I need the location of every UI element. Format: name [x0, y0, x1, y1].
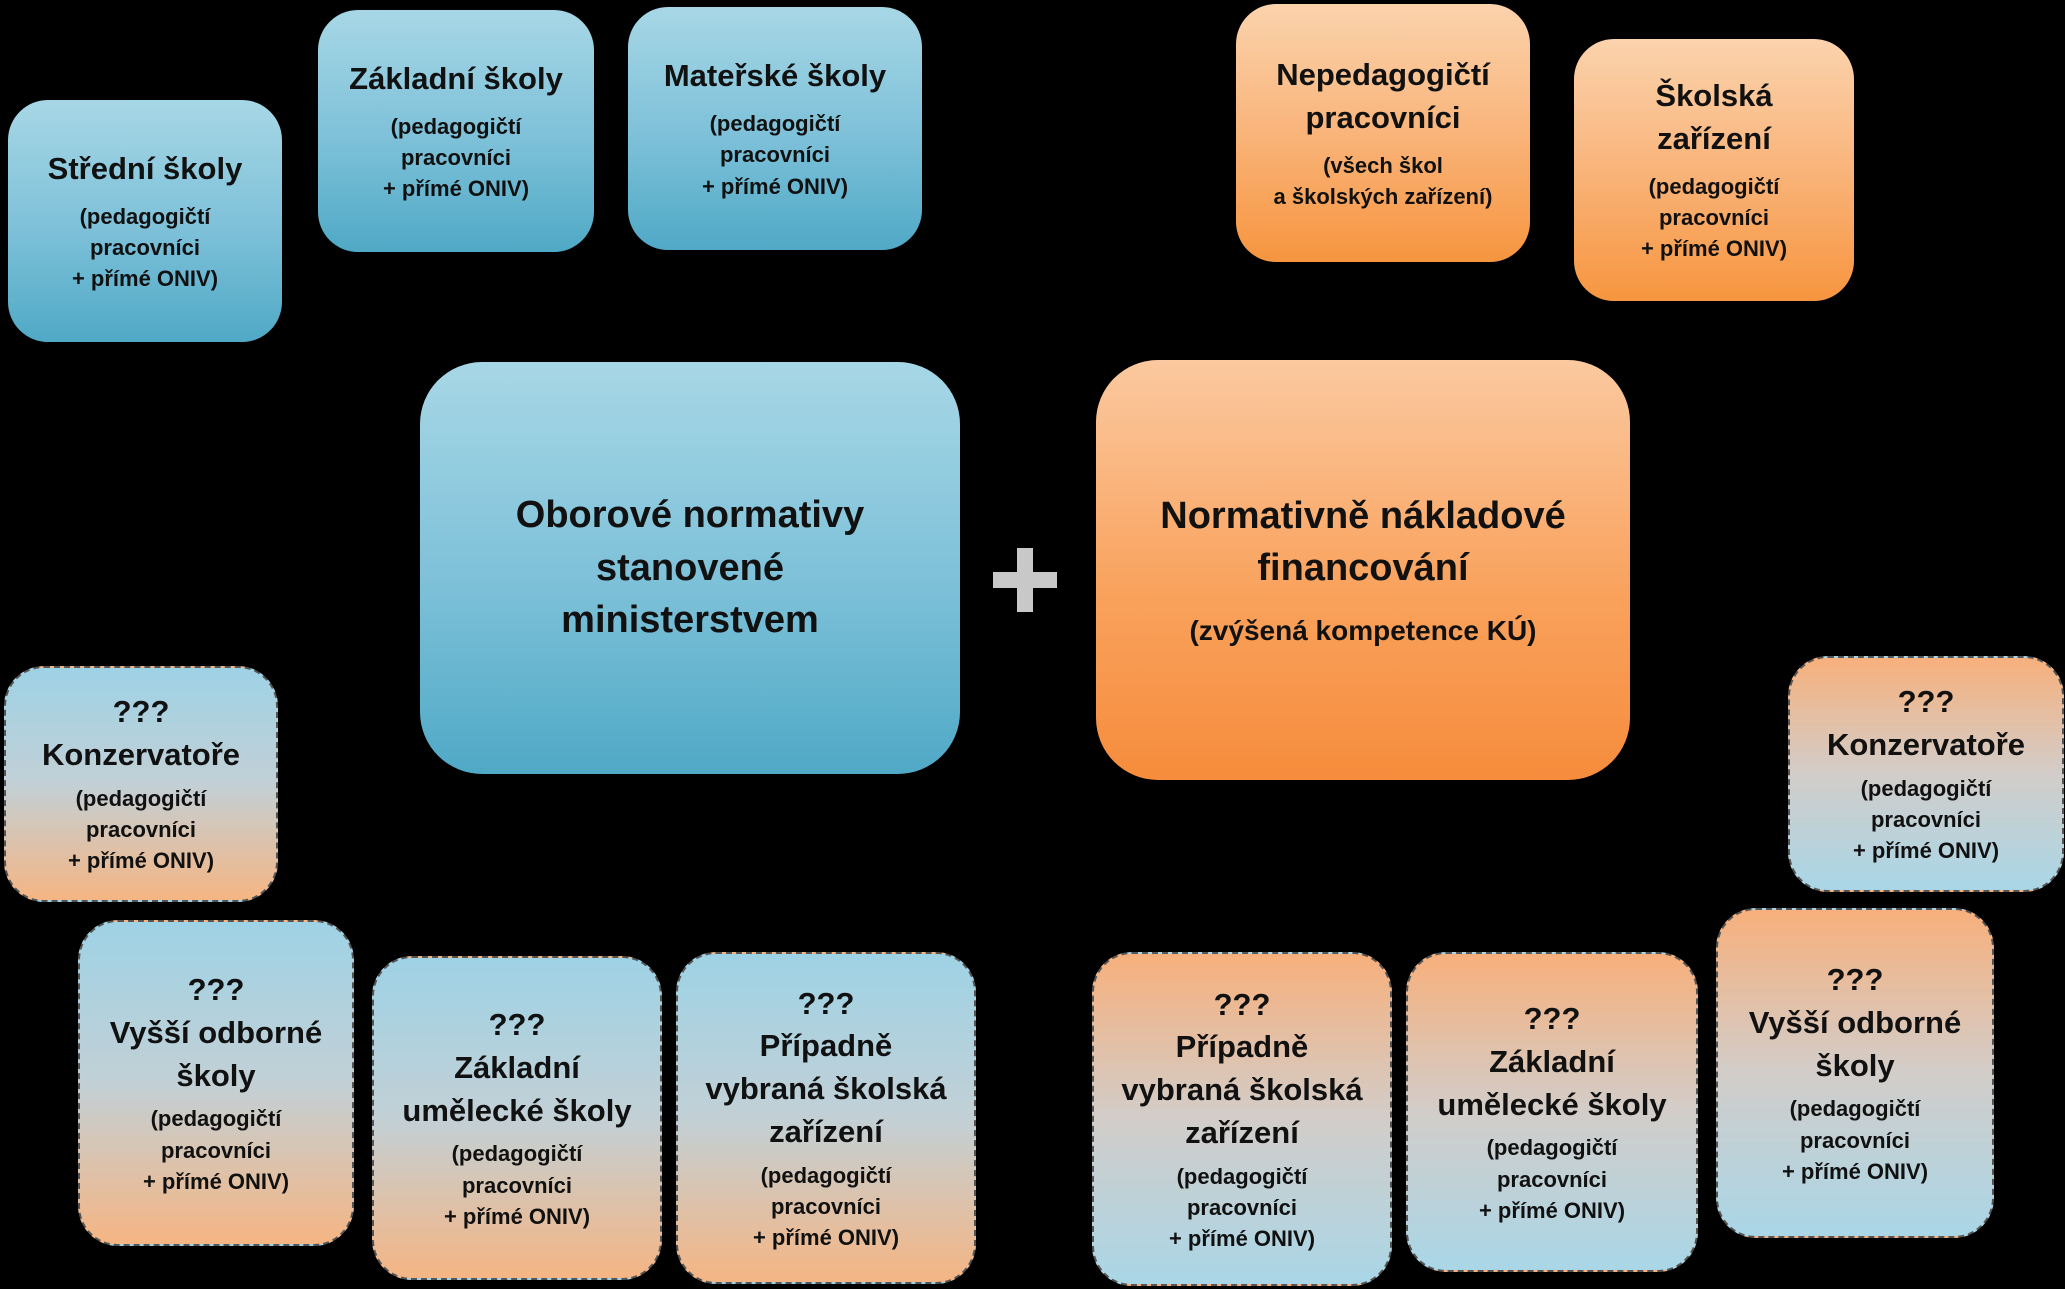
box-nepedagogicti-pracovnici: Nepedagogičtí pracovníci (všech škol a š… — [1236, 4, 1530, 262]
box-question: ??? — [1826, 962, 1884, 997]
box-zakladni-skoly: Základní školy (pedagogičtí pracovníci +… — [318, 10, 594, 252]
box-subtitle: (pedagogičtí pracovníci + přímé ONIV) — [142, 1106, 290, 1194]
box-subtitle: (pedagogičtí pracovníci + přímé ONIV) — [752, 1162, 900, 1251]
box-title: Školská zařízení — [1655, 78, 1773, 157]
box-zakladni-umelecke-skoly-right: ??? Základní umělecké školy (pedagogičtí… — [1406, 952, 1698, 1272]
box-subtitle: (pedagogičtí pracovníci + přímé ONIV) — [1852, 775, 2000, 864]
box-question: ??? — [488, 1007, 546, 1042]
box-title: Vyšší odborné školy — [1748, 1004, 1962, 1083]
plus-icon — [993, 548, 1057, 612]
box-question: ??? — [797, 985, 855, 1021]
box-title: Konzervatoře — [41, 737, 241, 773]
box-title: Základní umělecké školy — [1437, 1043, 1667, 1122]
box-title: Základní umělecké školy — [402, 1049, 632, 1128]
box-question: ??? — [1897, 684, 1955, 720]
box-normativne-nakladove-financovani: Normativně nákladové financování (zvýšen… — [1096, 360, 1630, 780]
box-question: ??? — [112, 694, 170, 730]
box-zakladni-umelecke-skoly-left: ??? Základní umělecké školy (pedagogičtí… — [372, 956, 662, 1280]
box-question: ??? — [1523, 1001, 1581, 1036]
box-oborove-normativy: Oborové normativy stanovené ministerstve… — [420, 362, 960, 774]
box-subtitle: (pedagogičtí pracovníci + přímé ONIV) — [1781, 1096, 1929, 1184]
box-subtitle: (pedagogičtí pracovníci + přímé ONIV) — [443, 1141, 591, 1229]
box-subtitle: (pedagogičtí pracovníci + přímé ONIV) — [382, 113, 530, 201]
box-title: Střední školy — [47, 150, 243, 186]
box-materske-skoly: Mateřské školy (pedagogičtí pracovníci +… — [628, 7, 922, 250]
box-title: Mateřské školy — [663, 58, 887, 94]
box-vyssi-odborne-skoly-right: ??? Vyšší odborné školy (pedagogičtí pra… — [1716, 908, 1994, 1238]
box-title: Nepedagogičtí pracovníci — [1276, 57, 1490, 135]
box-vyssi-odborne-skoly-left: ??? Vyšší odborné školy (pedagogičtí pra… — [78, 920, 354, 1246]
box-question: ??? — [1213, 986, 1271, 1022]
box-title: Základní školy — [349, 60, 563, 96]
box-subtitle: (pedagogičtí pracovníci + přímé ONIV) — [1478, 1135, 1626, 1223]
box-pripadne-vybrana-skolska-zarizeni-right: ??? Případně vybraná školská zařízení (p… — [1092, 952, 1392, 1286]
box-skolska-zarizeni: Školská zařízení (pedagogičtí pracovníci… — [1574, 39, 1854, 301]
box-title: Oborové normativy stanovené ministerstve… — [515, 494, 865, 642]
box-stredni-skoly: Střední školy (pedagogičtí pracovníci + … — [8, 100, 282, 342]
box-title: Případně vybraná školská zařízení — [705, 1028, 947, 1149]
box-subtitle: (zvýšená kompetence KÚ) — [1189, 614, 1537, 646]
box-title: Normativně nákladové financování — [1160, 494, 1566, 590]
box-question: ??? — [187, 972, 245, 1007]
box-subtitle: (pedagogičtí pracovníci + přímé ONIV) — [1168, 1163, 1316, 1252]
box-title: Případně vybraná školská zařízení — [1121, 1029, 1363, 1150]
box-konzervatore-right: ??? Konzervatoře (pedagogičtí pracovníci… — [1788, 656, 2064, 892]
box-title: Konzervatoře — [1826, 727, 2026, 763]
box-subtitle: (pedagogičtí pracovníci + přímé ONIV) — [701, 111, 849, 199]
box-subtitle: (všech škol a školských zařízení) — [1273, 152, 1493, 209]
box-subtitle: (pedagogičtí pracovníci + přímé ONIV) — [71, 203, 219, 291]
box-pripadne-vybrana-skolska-zarizeni-left: ??? Případně vybraná školská zařízení (p… — [676, 952, 976, 1284]
box-title: Vyšší odborné školy — [109, 1014, 323, 1093]
box-konzervatore-left: ??? Konzervatoře (pedagogičtí pracovníci… — [4, 666, 278, 902]
box-subtitle: (pedagogičtí pracovníci + přímé ONIV) — [1640, 173, 1788, 262]
box-subtitle: (pedagogičtí pracovníci + přímé ONIV) — [67, 785, 215, 874]
